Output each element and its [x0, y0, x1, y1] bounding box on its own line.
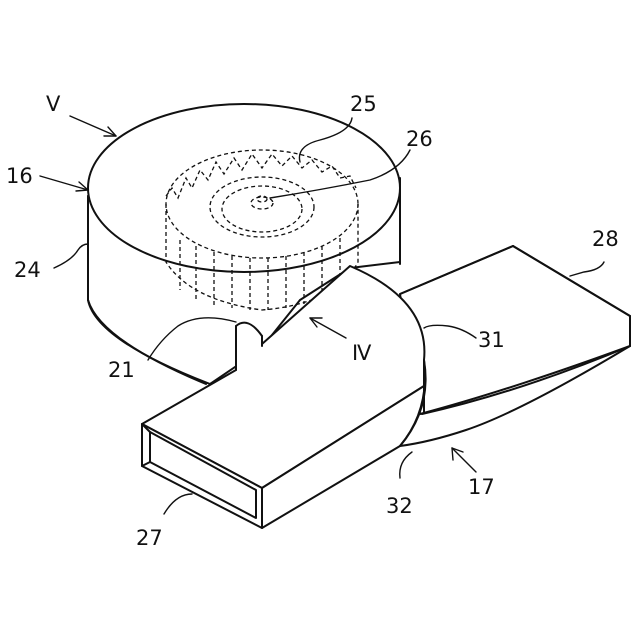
label-view-iv: Ⅳ: [352, 341, 372, 365]
rear-duct: [400, 246, 630, 414]
label-duct-assembly: 17: [468, 475, 495, 499]
label-tongue: 21: [108, 358, 135, 382]
label-housing: 16: [6, 164, 33, 188]
label-fan: 25: [350, 92, 377, 116]
label-view-v: V: [46, 92, 61, 116]
label-motor: 26: [406, 127, 433, 151]
label-outer-wall: 24: [14, 258, 41, 282]
label-duct: 28: [592, 227, 619, 251]
label-outlet-opening: 27: [136, 526, 163, 550]
label-bend-upper: 31: [478, 328, 505, 352]
label-bend-lower: 32: [386, 494, 413, 518]
